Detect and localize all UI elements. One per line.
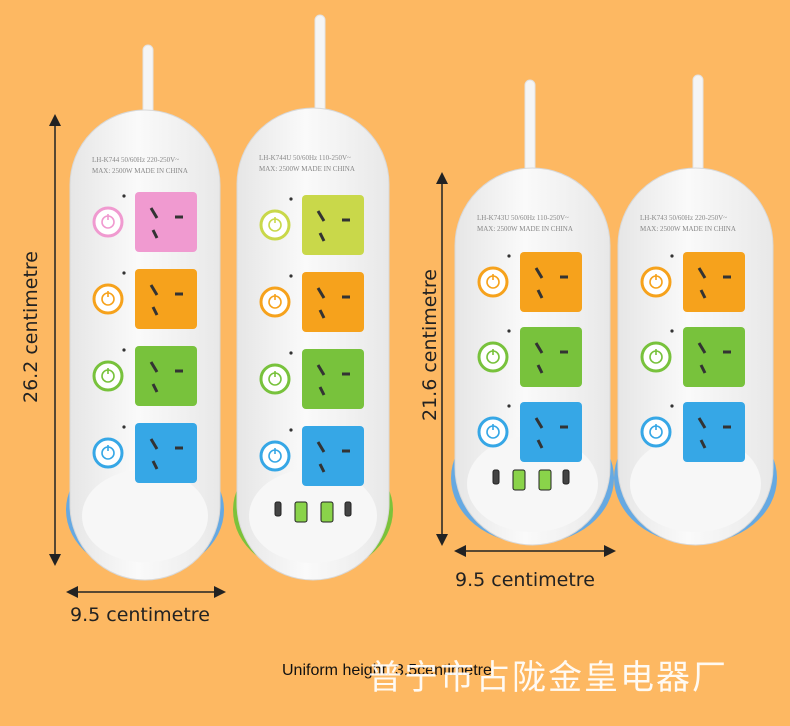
usb-port-icon (512, 469, 526, 491)
indicator-dot (122, 271, 126, 275)
socket-icon (135, 269, 197, 329)
power-strip: LH-K744U 50/60Hz 110-250V~ MAX: 2500W MAD… (233, 14, 393, 581)
socket-icon (683, 327, 745, 387)
socket-pin (534, 267, 544, 279)
socket-pin (318, 463, 326, 473)
socket-pin (316, 364, 326, 376)
power-button-icon (640, 266, 672, 298)
socket-icon (520, 402, 582, 462)
power-button-icon (92, 360, 124, 392)
power-button-icon (477, 416, 509, 448)
power-button-icon (477, 341, 509, 373)
power-button-icon (259, 363, 291, 395)
socket-pin (699, 364, 707, 374)
indicator-dot (670, 329, 674, 333)
socket-pin (697, 267, 707, 279)
indicator-dot (289, 274, 293, 278)
footer-note: Uniform height: 3.5centimetre (282, 662, 492, 679)
indicator-dot (122, 348, 126, 352)
socket-pin (316, 210, 326, 222)
socket-pin (536, 364, 544, 374)
indicator-dot (289, 351, 293, 355)
socket-pin (151, 460, 159, 470)
rating-label: MAX: 2500W MADE IN CHINA (92, 167, 188, 175)
socket-pin (536, 289, 544, 299)
socket-pin (697, 417, 707, 429)
model-label: LH-K744 50/60Hz 220-250V~ (92, 156, 179, 164)
power-button-icon (259, 209, 291, 241)
socket-icon (135, 192, 197, 252)
socket-pin (316, 441, 326, 453)
indicator-dot (289, 428, 293, 432)
model-label: LH-K744U 50/60Hz 110-250V~ (259, 154, 351, 162)
power-strip: LH-K743 50/60Hz 220-250V~ MAX: 2500W MADE… (614, 74, 777, 546)
power-button-icon (640, 341, 672, 373)
power-button-icon (92, 283, 124, 315)
socket-icon (302, 195, 364, 255)
socket-pin (697, 342, 707, 354)
power-strip: LH-K744 50/60Hz 220-250V~ MAX: 2500W MADE… (66, 44, 224, 581)
base-inner (249, 468, 377, 564)
socket-pin (318, 386, 326, 396)
socket-icon (520, 252, 582, 312)
socket-pin (536, 439, 544, 449)
socket-pin (151, 383, 159, 393)
indicator-dot (507, 329, 511, 333)
usb-port-icon (492, 469, 500, 485)
socket-icon (302, 272, 364, 332)
socket-icon (520, 327, 582, 387)
socket-pin (699, 439, 707, 449)
model-label: LH-K743U 50/60Hz 110-250V~ (477, 214, 569, 222)
indicator-dot (670, 404, 674, 408)
height-label-small: 21.6 centimetre (418, 269, 441, 421)
usb-port-icon (344, 501, 352, 517)
socket-icon (302, 426, 364, 486)
watermark-text: 普宁市占陇金皇电器厂 (368, 658, 728, 698)
socket-icon (683, 252, 745, 312)
socket-pin (318, 232, 326, 242)
socket-pin (149, 438, 159, 450)
usb-port-icon (562, 469, 570, 485)
power-button-icon (477, 266, 509, 298)
usb-port-icon (294, 501, 308, 523)
power-strip: LH-K743U 50/60Hz 110-250V~ MAX: 2500W MAD… (451, 79, 614, 546)
usb-port-icon (274, 501, 282, 517)
rating-label: MAX: 2500W MADE IN CHINA (259, 165, 355, 173)
socket-pin (318, 309, 326, 319)
indicator-dot (670, 254, 674, 258)
indicator-dot (122, 194, 126, 198)
base-inner (82, 469, 208, 563)
indicator-dot (122, 425, 126, 429)
indicator-dot (289, 197, 293, 201)
width-label-large: 9.5 centimetre (70, 604, 210, 626)
socket-pin (534, 417, 544, 429)
socket-pin (149, 284, 159, 296)
power-button-icon (92, 206, 124, 238)
socket-pin (699, 289, 707, 299)
socket-icon (135, 346, 197, 406)
socket-icon (302, 349, 364, 409)
height-label-large: 26.2 centimetre (19, 251, 42, 403)
socket-pin (149, 361, 159, 373)
power-button-icon (259, 440, 291, 472)
width-label-small: 9.5 centimetre (455, 569, 595, 591)
indicator-dot (507, 404, 511, 408)
rating-label: MAX: 2500W MADE IN CHINA (640, 225, 736, 233)
socket-pin (151, 306, 159, 316)
rating-label: MAX: 2500W MADE IN CHINA (477, 225, 573, 233)
usb-port-icon (538, 469, 552, 491)
socket-pin (316, 287, 326, 299)
socket-pin (151, 229, 159, 239)
usb-port-icon (320, 501, 334, 523)
socket-pin (149, 207, 159, 219)
power-button-icon (640, 416, 672, 448)
indicator-dot (507, 254, 511, 258)
socket-icon (683, 402, 745, 462)
socket-icon (135, 423, 197, 483)
power-button-icon (259, 286, 291, 318)
socket-pin (534, 342, 544, 354)
model-label: LH-K743 50/60Hz 220-250V~ (640, 214, 727, 222)
power-button-icon (92, 437, 124, 469)
